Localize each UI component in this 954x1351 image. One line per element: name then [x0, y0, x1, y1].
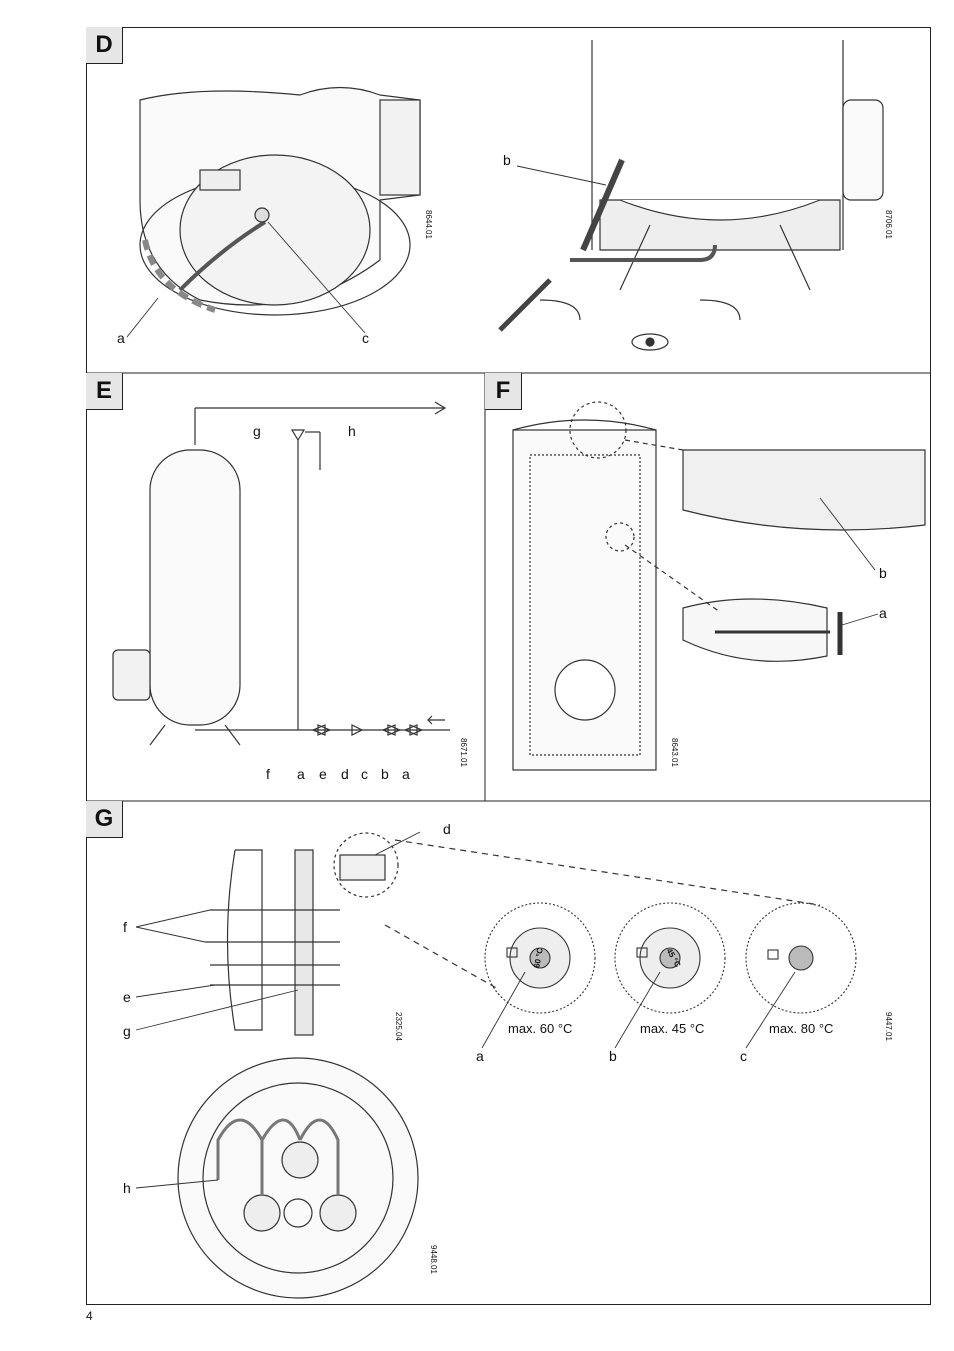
anode-diagram — [512, 401, 926, 771]
label-e-d: d — [341, 766, 349, 782]
dial-text-b: max. 45 °C — [640, 1021, 705, 1036]
panel-E: E — [86, 373, 123, 410]
label-g-h: h — [123, 1180, 131, 1196]
panel-F: F — [485, 373, 522, 410]
label-g-f: f — [123, 919, 127, 935]
code-d-left: 8644.01 — [424, 210, 433, 239]
code-g-dials: 9447.01 — [884, 1012, 893, 1041]
flange-cross-section — [205, 832, 821, 1036]
code-g-bottom: 9448.01 — [429, 1245, 438, 1274]
label-d-c: c — [362, 330, 369, 346]
label-d-b: b — [503, 152, 511, 168]
label-e-a1: a — [297, 766, 305, 782]
code-g-left: 2325.04 — [394, 1012, 403, 1041]
label-e-g: g — [253, 423, 261, 439]
label-e-b: b — [381, 766, 389, 782]
page-number: 4 — [86, 1309, 93, 1323]
panel-G: G — [86, 801, 123, 838]
label-f-b: b — [879, 565, 887, 581]
code-f: 8643.01 — [670, 738, 679, 767]
dial-label-a: a — [476, 1048, 484, 1064]
tank-wrench-illustration — [498, 40, 884, 351]
dial-text-a: max. 60 °C — [508, 1021, 573, 1036]
page-frame — [86, 27, 931, 1305]
dial-label-b: b — [609, 1048, 617, 1064]
label-e-f: f — [266, 766, 270, 782]
label-f-a: a — [879, 605, 887, 621]
label-e-c: c — [361, 766, 368, 782]
thermostat-dials — [484, 902, 857, 1014]
label-g-d: d — [443, 821, 451, 837]
label-e-a2: a — [402, 766, 410, 782]
heating-flange-top-view — [177, 1057, 419, 1299]
label-d-a: a — [117, 330, 125, 346]
code-d-right: 8706.01 — [884, 210, 893, 239]
tank-base-illustration — [139, 86, 421, 316]
label-e-h: h — [348, 423, 356, 439]
panel-D: D — [86, 27, 123, 64]
dial-label-c: c — [740, 1048, 747, 1064]
label-g-e: e — [123, 989, 131, 1005]
piping-diagram — [112, 401, 450, 746]
code-e: 8671.01 — [459, 738, 468, 767]
label-g-g: g — [123, 1023, 131, 1039]
dial-text-c: max. 80 °C — [769, 1021, 834, 1036]
label-e-e: e — [319, 766, 327, 782]
